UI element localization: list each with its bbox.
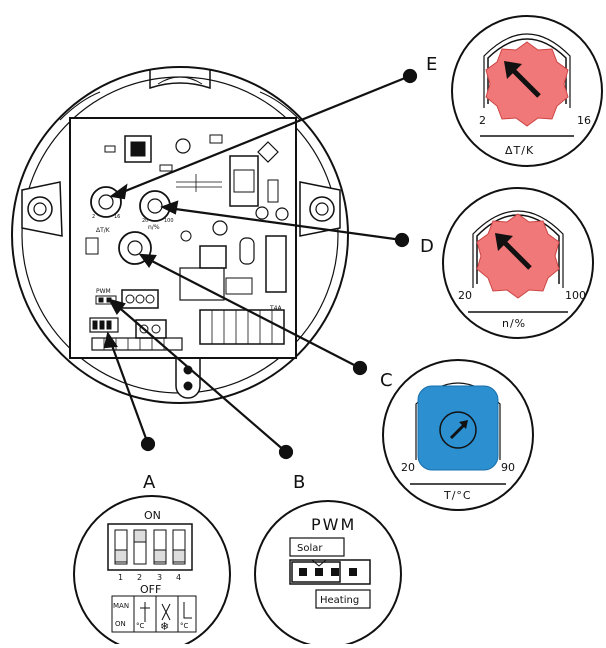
callout-label-b: B bbox=[293, 472, 305, 493]
dial-c-knob bbox=[417, 385, 499, 471]
controller-housing bbox=[11, 66, 349, 404]
dip-legend-deg1: °C bbox=[136, 622, 145, 630]
jumper-pin-4 bbox=[349, 568, 357, 576]
callout-dot-d bbox=[394, 232, 410, 248]
callout-letters: E D C A B bbox=[143, 54, 437, 493]
dip-legend-deg2: °C bbox=[180, 622, 189, 630]
board-label-max2: 100 bbox=[164, 218, 174, 224]
dial-d-detail: 20 100 n/% bbox=[442, 187, 594, 339]
board-small-labels: ΔT/K n/% PWM T4A 2 16 20 100 bbox=[92, 214, 282, 312]
dip-off-label: OFF bbox=[140, 583, 161, 596]
jumper-pin-3 bbox=[331, 568, 339, 576]
leader-lines bbox=[103, 68, 418, 460]
callout-dot-a bbox=[140, 436, 156, 452]
detail-a-dip-switch: ON 1 2 3 4 OFF MAN ON °C bbox=[73, 495, 231, 648]
dip-num-4: 4 bbox=[176, 573, 181, 582]
arrowhead-c bbox=[138, 253, 157, 268]
callout-label-d: D bbox=[420, 236, 434, 257]
dial-c-min: 20 bbox=[401, 461, 415, 474]
dial-e-arrow-icon bbox=[504, 61, 522, 79]
dial-d-max: 100 bbox=[565, 289, 586, 302]
board-label-pwm: PWM bbox=[96, 288, 111, 295]
callout-dot-b bbox=[278, 444, 294, 460]
board-label-max1: 16 bbox=[114, 214, 120, 220]
board-label-min2: 20 bbox=[142, 218, 148, 224]
dip-num-3: 3 bbox=[157, 573, 162, 582]
board-label-fuse: T4A bbox=[269, 305, 282, 312]
callout-dot-c bbox=[352, 360, 368, 376]
callout-label-e: E bbox=[426, 54, 437, 75]
jumper-pin-2 bbox=[315, 568, 323, 576]
dial-c-max: 90 bbox=[501, 461, 515, 474]
callout-label-a: A bbox=[143, 472, 156, 493]
callout-label-c: C bbox=[380, 370, 393, 391]
dial-c-unit: T/°C bbox=[443, 489, 472, 502]
pwm-heating-label: Heating bbox=[320, 595, 359, 606]
snowflake-icon: ❄ bbox=[160, 620, 169, 633]
arrowhead-d bbox=[160, 200, 179, 215]
callout-dot-e bbox=[402, 68, 418, 84]
dip-legend-man: MAN bbox=[113, 602, 129, 610]
jumper-pin-1 bbox=[299, 568, 307, 576]
dip-legend-on: ON bbox=[115, 620, 126, 628]
dial-e-min: 2 bbox=[479, 114, 486, 127]
dial-d-unit: n/% bbox=[502, 317, 526, 330]
pwm-title: PWM bbox=[311, 515, 356, 534]
dial-e-max: 16 bbox=[577, 114, 591, 127]
dial-c-detail: 20 90 T/°C bbox=[382, 359, 534, 511]
arrowhead-a bbox=[103, 331, 118, 349]
board-label-dt: ΔT/K bbox=[96, 227, 111, 234]
dial-e-unit: ΔT/K bbox=[505, 144, 534, 157]
dial-d-arrow-icon bbox=[495, 233, 513, 251]
board-label-min1: 2 bbox=[92, 214, 95, 220]
dip-num-2: 2 bbox=[137, 573, 142, 582]
dial-d-min: 20 bbox=[458, 289, 472, 302]
arrowhead-e bbox=[109, 183, 128, 200]
dip-on-label: ON bbox=[144, 509, 161, 522]
dial-e-detail: 2 16 ΔT/K bbox=[451, 15, 603, 167]
board-label-n: n/% bbox=[148, 224, 160, 231]
circuit-board bbox=[69, 117, 297, 359]
detail-b-pwm-jumper: PWM Solar Heating bbox=[254, 500, 402, 648]
pwm-solar-label: Solar bbox=[297, 543, 323, 554]
arrowhead-b bbox=[107, 298, 126, 316]
dial-c-arrow-icon bbox=[459, 420, 468, 429]
dip-num-1: 1 bbox=[118, 573, 123, 582]
